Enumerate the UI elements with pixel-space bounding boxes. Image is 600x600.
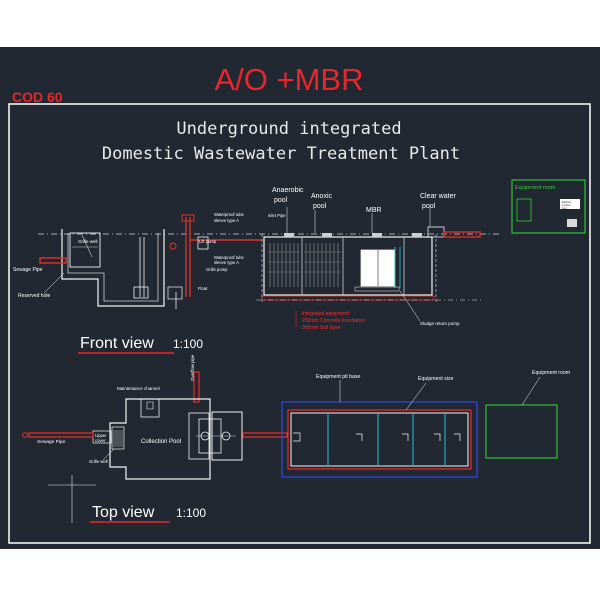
front-view-label: Front view <box>80 335 154 352</box>
inlet-pipe-label: Inlet Pipe <box>268 213 286 218</box>
grille-pump-label: Grille pump <box>206 267 228 272</box>
grille-well-top-label: Grille well <box>89 459 108 464</box>
equipment-body-top <box>290 412 469 467</box>
equipment-room-front <box>511 179 586 234</box>
float-label: Float <box>198 286 208 291</box>
equipment-size-label: Equipment size <box>418 376 454 382</box>
equipment-room-front-label: Equipment room <box>515 185 556 191</box>
grille-well-box <box>69 232 101 268</box>
front-view: Grille well Sewage Pipe Reserved hole Wa… <box>13 179 586 354</box>
waterproof-b-label-1: Waterproof tube <box>214 255 245 260</box>
waterproof-a-label-2: sleeve type A <box>214 218 239 223</box>
top-view: Overflow pipe Maintenance channel Upper … <box>22 354 570 523</box>
upper-cover-label-1: Upper <box>95 433 107 438</box>
top-view-label: Top view <box>92 504 155 521</box>
anoxic-label-2: pool <box>313 203 327 210</box>
maintenance-label: Maintenance channel <box>117 386 160 391</box>
collection-pool-label: Collection Pool <box>141 439 181 445</box>
sludge-pump-label: Sludge return pump <box>420 321 460 326</box>
upper-cover-label-2: cover <box>95 438 106 443</box>
waterproof-b-label-2: sleeve type A <box>214 260 239 265</box>
equipment-room-top <box>485 404 558 459</box>
collection-pool-wall <box>61 229 165 307</box>
sewage-pipe-front <box>39 257 67 264</box>
overflow-pipe <box>193 371 200 403</box>
transfer-pipe <box>242 432 288 438</box>
anoxic-label-1: Anoxic <box>311 193 333 200</box>
main-title: A/O +MBR <box>214 62 363 97</box>
soil-layer-label: 300mm Soil layer <box>302 325 341 331</box>
clear-water-label-2: pool <box>422 203 436 210</box>
lift-pump-label: Lift pump <box>199 239 217 244</box>
equipment-room-top-label: Equipment room <box>532 370 570 376</box>
outlet-pipe <box>443 231 481 238</box>
anaerobic-media <box>269 243 339 287</box>
waterproof-a-label-1: Waterproof tube <box>214 212 245 217</box>
sewage-pipe-label: Sewage Pipe <box>13 267 43 273</box>
grille-well-top <box>111 426 125 450</box>
sewage-pipe-top-label: Sewage Pipe <box>37 439 66 445</box>
cad-drawing: A/O +MBR COD 60 Underground integrated D… <box>8 62 591 544</box>
electric-label-2: control <box>562 203 571 207</box>
mbr-label: MBR <box>366 207 382 214</box>
subtitle-line-1: Underground integrated <box>176 119 401 139</box>
equipment-pit-base <box>281 401 478 478</box>
subtitle-line-2: Domestic Wastewater Treatment Plant <box>102 144 460 164</box>
anaerobic-label-1: Anaerobic <box>272 187 304 194</box>
integrated-label: integrated equipment <box>302 311 350 317</box>
cod-label: COD 60 <box>12 89 63 105</box>
clear-water-label-1: Clear water <box>420 193 456 200</box>
overflow-pipe-label: Overflow pipe <box>190 354 195 381</box>
top-view-scale: 1:100 <box>176 506 206 520</box>
integrated-tank <box>263 236 433 296</box>
grille-well-label: Grille well <box>78 239 98 244</box>
collection-pool-outline <box>109 398 211 480</box>
pit-base-label: Equipment pit base <box>316 374 361 380</box>
collection-pool-inner <box>67 233 159 302</box>
foundation-label: 200mm Concrete foundation <box>302 318 365 324</box>
sewage-pipe-top <box>28 432 94 438</box>
equipment-size-outline <box>287 409 472 470</box>
drawing-canvas: A/O +MBR COD 60 Underground integrated D… <box>0 47 600 549</box>
electric-label-1: Electric <box>562 200 572 204</box>
electric-label-3: box <box>562 206 567 210</box>
front-view-scale: 1:100 <box>173 337 203 351</box>
lift-pump <box>133 286 149 299</box>
concrete-foundation <box>261 295 435 301</box>
reserved-hole-label: Reserved hole <box>18 293 50 299</box>
drawing-frame <box>8 103 591 544</box>
anaerobic-label-2: pool <box>274 197 288 204</box>
